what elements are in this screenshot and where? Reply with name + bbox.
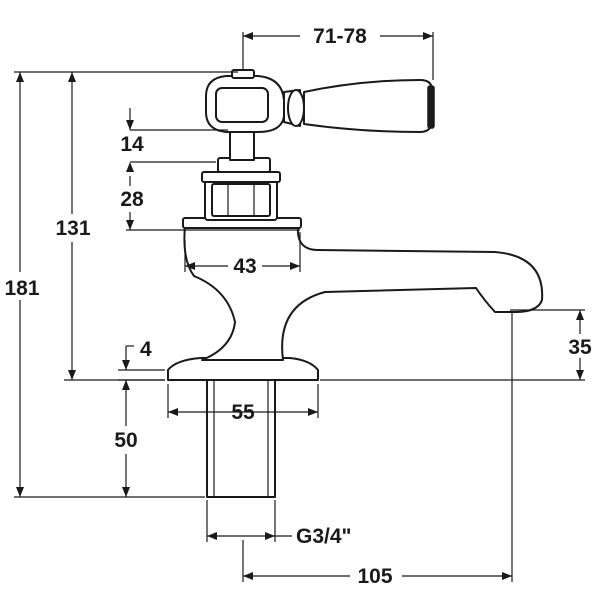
dim-label-handle-stem: 14 <box>120 133 144 156</box>
lever-handle <box>303 79 433 133</box>
dim-label-spout-height: 35 <box>568 336 592 359</box>
base-flange <box>167 357 319 381</box>
dim-label-height-above-deck: 131 <box>55 217 90 240</box>
tap-outline <box>167 69 544 498</box>
spindle <box>229 127 255 161</box>
dim-label-total-height: 181 <box>4 277 39 300</box>
dim-label-lever-reach: 71-78 <box>313 25 367 48</box>
dim-label-headwork: 28 <box>120 188 144 211</box>
dim-label-tail-length: 50 <box>114 429 137 452</box>
dim-label-flange-thickness: 4 <box>140 338 152 361</box>
threaded-tail <box>206 378 276 498</box>
tap-body-spout <box>183 225 544 361</box>
dimension-labels: 71-78 181 131 14 28 43 35 4 50 55 G3/4" … <box>2 24 598 588</box>
dim-label-thread: G3/4" <box>296 525 351 548</box>
dim-label-body-width: 43 <box>233 255 256 278</box>
dim-label-base-diameter: 55 <box>231 401 255 424</box>
dim-label-projection: 105 <box>357 565 392 588</box>
